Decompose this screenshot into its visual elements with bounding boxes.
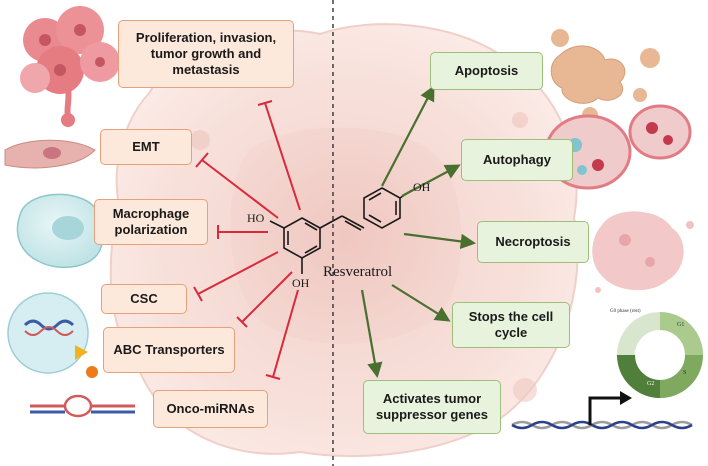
cell-cycle-phase-m: M (634, 350, 640, 356)
cell-cycle-illustration (617, 312, 703, 398)
promote-arrow-tumor-suppressor (360, 289, 383, 379)
effect-box-necroptosis: Necroptosis (477, 221, 589, 263)
promote-arrow-autophagy (401, 164, 461, 197)
substituent-oh-bottom: OH (292, 276, 310, 290)
promote-arrow-apoptosis (381, 85, 435, 187)
effect-box-emt: EMT (100, 129, 192, 165)
effect-box-csc: CSC (101, 284, 187, 314)
effect-box-macrophage-polarization: Macrophage polarization (94, 199, 208, 245)
substituent-oh-left: HO (247, 211, 265, 225)
inhibit-line-proliferation (264, 102, 301, 211)
effect-box-tumor-suppressor-genes: Activates tumor suppressor genes (363, 380, 501, 434)
inhibit-line-emt (201, 159, 279, 219)
cell-cycle-phase-g1: G1 (677, 322, 685, 328)
inhibit-line-oncomirna (272, 289, 299, 378)
inhibit-bar-csc (193, 286, 203, 302)
effect-box-autophagy: Autophagy (461, 139, 573, 181)
effect-box-onco-mirnas: Onco-miRNAs (153, 390, 268, 428)
background-organelle (513, 378, 537, 402)
inhibit-bar-abc (236, 316, 248, 328)
inhibit-line-csc (197, 251, 279, 295)
cell-cycle-phase-g2: G2 (647, 381, 655, 387)
cell-cycle-phase-s: S (683, 370, 687, 376)
necroptosis-cell-illustration (592, 211, 694, 293)
inhibit-bar-oncomirna (265, 374, 281, 380)
background-organelle (512, 112, 528, 128)
effect-box-apoptosis: Apoptosis (430, 52, 543, 90)
macrophage-illustration (16, 193, 105, 269)
inhibition-lines (193, 100, 301, 380)
background-nucleus (230, 127, 462, 344)
substituent-oh-right: OH (413, 180, 431, 194)
promotion-arrows (360, 85, 477, 379)
inhibit-bar-emt (195, 152, 209, 168)
cell-cycle-g0-label: G0 phase (rest) (610, 309, 641, 314)
promote-arrow-cell-cycle (391, 284, 451, 322)
inhibit-line-abc (241, 271, 293, 323)
cancer-cell-cluster-illustration (20, 6, 120, 127)
inhibit-bar-proliferation (257, 100, 273, 106)
effect-box-abc-transporters: ABC Transporters (103, 327, 235, 373)
promote-arrow-necroptosis (403, 232, 477, 250)
gene-strand-illustration (511, 391, 693, 430)
mesenchymal-cell-illustration (4, 139, 96, 169)
effect-box-stops-cell-cycle: Stops the cell cycle (452, 302, 570, 348)
compound-name: Resveratrol (323, 264, 393, 280)
mirna-hairpin-illustration (30, 394, 135, 418)
effect-box-proliferation: Proliferation, invasion, tumor growth an… (118, 20, 294, 88)
cancer-stem-cell-illustration (7, 292, 98, 378)
background-organelle (190, 130, 210, 150)
